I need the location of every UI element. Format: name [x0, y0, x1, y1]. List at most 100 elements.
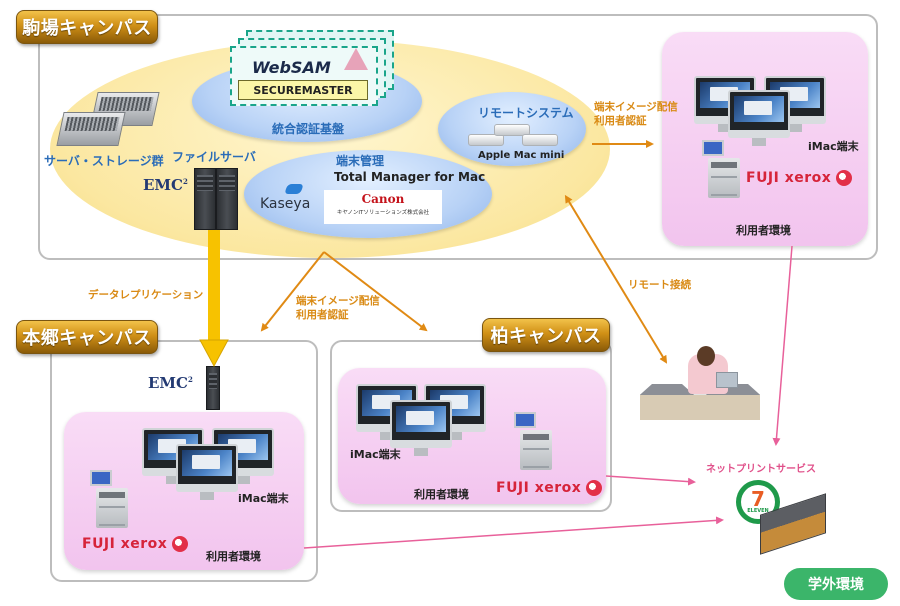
komaba-imac-label: iMac端末 — [808, 140, 859, 153]
imac-chin — [728, 130, 790, 138]
canon-logo-box — [324, 190, 442, 224]
kashiwa-campus-badge: 柏キャンパス — [482, 318, 610, 352]
mac-mini-icon — [494, 124, 530, 136]
file-server-icon — [216, 168, 238, 230]
image-delivery-line1: 端末イメージ配信 — [296, 295, 380, 307]
canon-subtitle: キヤノンITソリューションズ株式会社 — [336, 210, 430, 216]
copier-mon — [514, 412, 536, 428]
fuji-xerox-text: FUJI xerox — [82, 536, 168, 552]
hongo-emc-logo: EMC2 — [148, 374, 193, 392]
imac-icon — [728, 90, 790, 146]
image-delivery-line2: 利用者認証 — [296, 309, 349, 321]
kaseya-logo: Kaseya — [260, 196, 311, 212]
laptop-icon — [716, 372, 738, 388]
imac-chin — [212, 468, 274, 476]
net-print-label: ネットプリントサービス — [706, 464, 816, 475]
terminal-management-label: 端末管理 — [336, 154, 385, 168]
hongo-storage-icon — [206, 366, 220, 410]
canon-logo: Canon — [361, 192, 405, 206]
mac-mini-icon — [522, 134, 558, 146]
emc-sup: 2 — [187, 375, 193, 384]
komaba-user-env-label: 利用者環境 — [736, 224, 791, 237]
copier-mon — [702, 140, 724, 156]
fuji-xerox-logo: FUJI xerox — [496, 480, 603, 496]
hongo-campus-badge: 本郷キャンパス — [16, 320, 158, 354]
image-delivery-label-mid: 端末イメージ配信 利用者認証 — [296, 294, 380, 322]
image-delivery-arrow-hongo — [260, 251, 325, 332]
seven-eleven-logo: 7 ELEVEN — [736, 480, 780, 524]
image-delivery-line2: 利用者認証 — [594, 115, 647, 127]
file-server-label: ファイルサーバ — [172, 150, 256, 164]
kashiwa-user-env-label: 利用者環境 — [414, 488, 469, 501]
imac-chin — [356, 424, 418, 432]
replication-arrow-head — [199, 339, 229, 368]
mac-mini-label: Apple Mac mini — [478, 150, 565, 161]
copier-icon — [698, 140, 742, 198]
imac-chin — [390, 440, 452, 448]
auth-platform-label: 統合認証基盤 — [272, 122, 345, 136]
image-delivery-line1: 端末イメージ配信 — [594, 101, 678, 113]
imac-stand — [448, 432, 462, 440]
imac-stand — [752, 138, 766, 146]
copier-body — [708, 158, 740, 198]
netprint-line-hongo — [303, 516, 724, 549]
imac-stand — [718, 124, 732, 132]
emc-text: EMC — [148, 374, 188, 392]
imac-stand — [380, 432, 394, 440]
data-replication-label: データレプリケーション — [88, 289, 204, 301]
copier-body — [96, 488, 128, 528]
imac-stand — [788, 124, 802, 132]
imac-chin — [694, 116, 756, 124]
external-env-badge: 学外環境 — [784, 568, 888, 600]
emc-logo: EMC2 — [143, 176, 188, 194]
securemaster-box: SECUREMASTER — [238, 80, 368, 100]
image-delivery-label-top: 端末イメージ配信 利用者認証 — [594, 100, 678, 128]
imac-stand — [414, 448, 428, 456]
seven-eleven-inner: 7 ELEVEN — [741, 485, 775, 519]
imac-chin — [142, 468, 204, 476]
remote-user-head — [697, 346, 715, 366]
copier-icon — [86, 470, 130, 528]
imac-stand — [200, 492, 214, 500]
imac-icon — [390, 400, 452, 456]
remote-system-label: リモートシステム — [478, 106, 574, 120]
total-manager-label: Total Manager for Mac — [334, 170, 486, 184]
hongo-user-env-label: 利用者環境 — [206, 550, 261, 563]
fuji-xerox-logo: FUJI xerox — [746, 170, 853, 186]
hongo-imac-label: iMac端末 — [238, 492, 289, 505]
imac-stand — [236, 476, 250, 484]
copier-body — [520, 430, 552, 470]
komaba-campus-badge: 駒場キャンパス — [16, 10, 158, 44]
emc-sup: 2 — [182, 177, 188, 186]
image-delivery-arrow-kashiwa — [323, 251, 428, 332]
websam-logo: WebSAM — [252, 58, 331, 77]
remote-connection-label: リモート接続 — [628, 279, 691, 291]
netprint-line-kashiwa — [605, 475, 696, 486]
remote-connection-arrow — [564, 194, 668, 364]
replication-arrow-shaft — [208, 230, 220, 342]
file-server-icon — [194, 168, 216, 230]
imac-stand — [166, 476, 180, 484]
mac-mini-icon — [468, 134, 504, 146]
seven-eleven-text: ELEVEN — [747, 508, 769, 514]
server-storage-label: サーバ・ストレージ群 — [44, 154, 164, 168]
imac-chin — [764, 116, 826, 124]
fuji-xerox-text: FUJI xerox — [746, 170, 832, 186]
imac-scr — [176, 444, 238, 488]
fuji-xerox-logo: FUJI xerox — [82, 536, 189, 552]
websam-network-icon — [344, 48, 368, 70]
seven-eleven-number: 7 — [751, 487, 765, 511]
netprint-line-komaba — [772, 245, 793, 446]
fuji-xerox-ball-icon — [836, 170, 853, 186]
fuji-xerox-ball-icon — [586, 480, 603, 496]
emc-text: EMC — [143, 176, 183, 194]
copier-mon — [90, 470, 112, 486]
kashiwa-imac-label: iMac端末 — [350, 448, 401, 461]
fuji-xerox-ball-icon — [172, 536, 189, 552]
imac-chin — [424, 424, 486, 432]
imac-chin — [176, 484, 238, 492]
copier-icon — [510, 412, 554, 470]
imac-icon — [176, 444, 238, 500]
fuji-xerox-text: FUJI xerox — [496, 480, 582, 496]
